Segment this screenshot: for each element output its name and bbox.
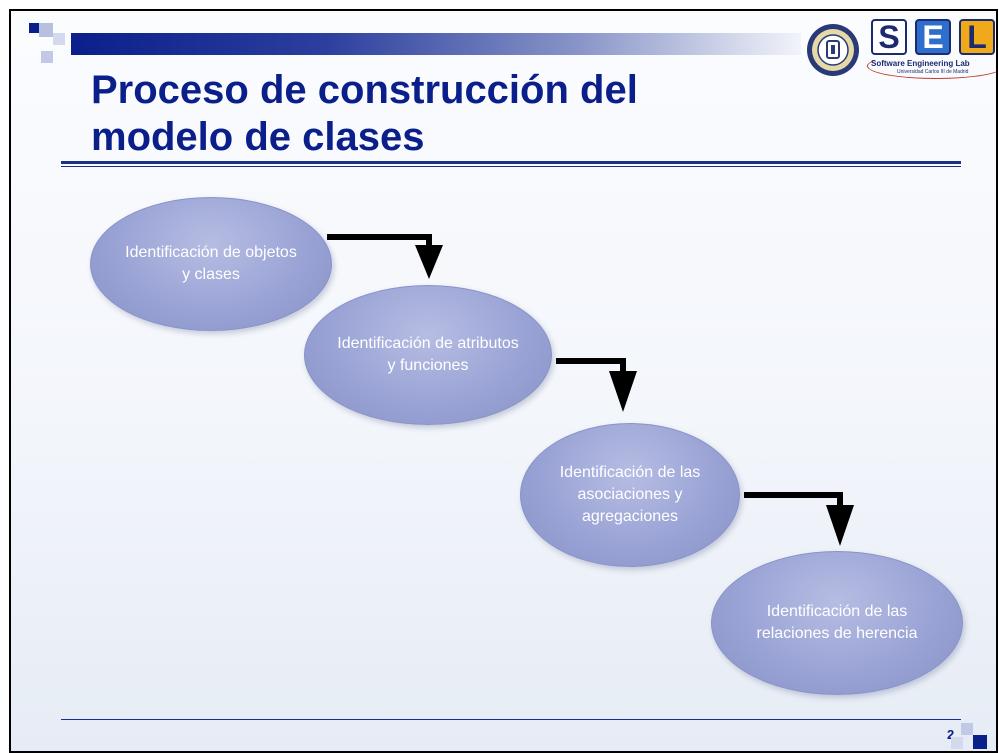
sel-logo-letter-l: L: [959, 19, 995, 55]
corner-square-decor: [39, 23, 53, 37]
sel-logo-subtitle-university: Universidad Carlos III de Madrid: [897, 69, 969, 75]
corner-square-decor: [41, 51, 53, 63]
corner-square-decor: [951, 737, 963, 749]
title-divider-thin: [61, 166, 961, 167]
university-crest-icon: [807, 24, 859, 76]
process-step-4: Identificación de las relaciones de here…: [711, 551, 963, 695]
corner-square-decor: [29, 23, 39, 33]
arrow-step-1-to-2: [327, 234, 443, 279]
process-step-1: Identificación de objetos y clases: [90, 197, 332, 331]
sel-logo-letter-e: E: [915, 19, 951, 55]
sel-logo-subtitle: Software Engineering Lab: [871, 59, 970, 68]
slide: Proceso de construcción del modelo de cl…: [9, 9, 998, 753]
sel-logo: S E L Software Engineering Lab Universid…: [867, 19, 996, 83]
process-step-3: Identificación de las asociaciones y agr…: [520, 423, 740, 567]
title-divider: [61, 161, 961, 164]
slide-title: Proceso de construcción del modelo de cl…: [91, 68, 638, 160]
corner-square-decor: [961, 723, 973, 735]
corner-square-decor: [973, 735, 987, 749]
arrow-step-2-to-3: [556, 358, 637, 412]
connector-arrows: [327, 234, 854, 546]
sel-logo-swoosh: [867, 53, 996, 79]
process-step-2: Identificación de atributos y funciones: [304, 285, 552, 425]
title-bar: [71, 33, 801, 55]
arrow-step-3-to-4: [744, 492, 854, 546]
sel-logo-letter-s: S: [871, 19, 907, 55]
footer-divider: [61, 719, 961, 720]
page-number: 2: [947, 727, 955, 742]
corner-square-decor: [53, 33, 65, 45]
